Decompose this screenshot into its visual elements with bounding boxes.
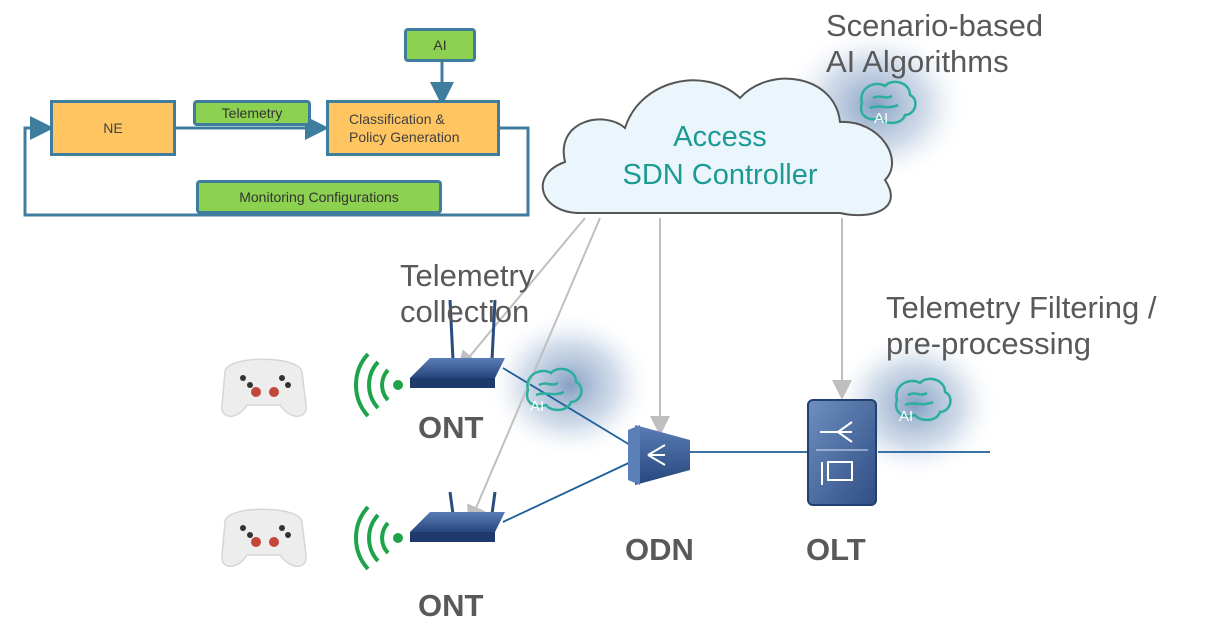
ont-bottom-label: ONT — [418, 588, 484, 623]
wifi-signal-bottom — [354, 505, 403, 571]
scenario-label: Scenario-based AI Algorithms — [826, 8, 1043, 80]
ai-box-label: AI — [433, 37, 447, 53]
telemetry-collection-line2: collection — [400, 294, 530, 329]
game-controller-top — [221, 358, 307, 417]
classification-label-line1: Classification & — [349, 111, 445, 127]
ai-box: AI — [404, 28, 476, 62]
scenario-label-line2: AI Algorithms — [826, 44, 1009, 79]
brain-icon-olt — [894, 377, 952, 422]
filtering-line2: pre-processing — [886, 326, 1092, 361]
ont-top-label: ONT — [418, 410, 484, 445]
cloud-label-line2: SDN Controller — [622, 159, 818, 191]
brain-icon-ont — [525, 367, 583, 412]
ai-glow-ont — [485, 310, 655, 460]
brain-icon-cloud — [859, 80, 917, 125]
scenario-label-line1: Scenario-based — [826, 8, 1044, 43]
odn-label: ODN — [625, 532, 694, 567]
cloud-label-line1: Access — [673, 121, 767, 153]
network-links — [502, 367, 990, 523]
telemetry-collection-line1: Telemetry — [400, 258, 535, 293]
odn-splitter — [628, 425, 690, 485]
telemetry-collection-label: Telemetry collection — [400, 258, 534, 330]
monitoring-box: Monitoring Configurations — [196, 180, 442, 214]
telemetry-arrows — [457, 217, 852, 526]
telemetry-box: Telemetry — [193, 100, 311, 126]
telemetry-box-label: Telemetry — [221, 105, 283, 121]
ont-router-top — [410, 299, 505, 388]
wifi-signal-top — [354, 352, 403, 418]
ne-box: NE — [50, 100, 176, 156]
ont-router-bottom — [410, 491, 505, 542]
olt-device — [807, 399, 877, 506]
ai-badge-olt: AI — [899, 408, 914, 425]
sdn-cloud — [541, 77, 893, 217]
classification-box: Classification & Policy Generation — [326, 100, 500, 156]
game-controller-bottom — [221, 508, 307, 567]
monitoring-box-label: Monitoring Configurations — [239, 189, 399, 205]
ai-badge-ont: AI — [530, 398, 545, 415]
ai-badge-cloud: AI — [874, 110, 889, 127]
olt-label: OLT — [806, 532, 866, 567]
filtering-label: Telemetry Filtering / pre-processing — [886, 290, 1156, 362]
classification-label-line2: Policy Generation — [349, 129, 460, 145]
filtering-line1: Telemetry Filtering / — [886, 290, 1157, 325]
ne-box-label: NE — [103, 120, 123, 136]
cloud-label: Access SDN Controller — [590, 118, 850, 194]
flow-chart-lines — [23, 62, 530, 217]
